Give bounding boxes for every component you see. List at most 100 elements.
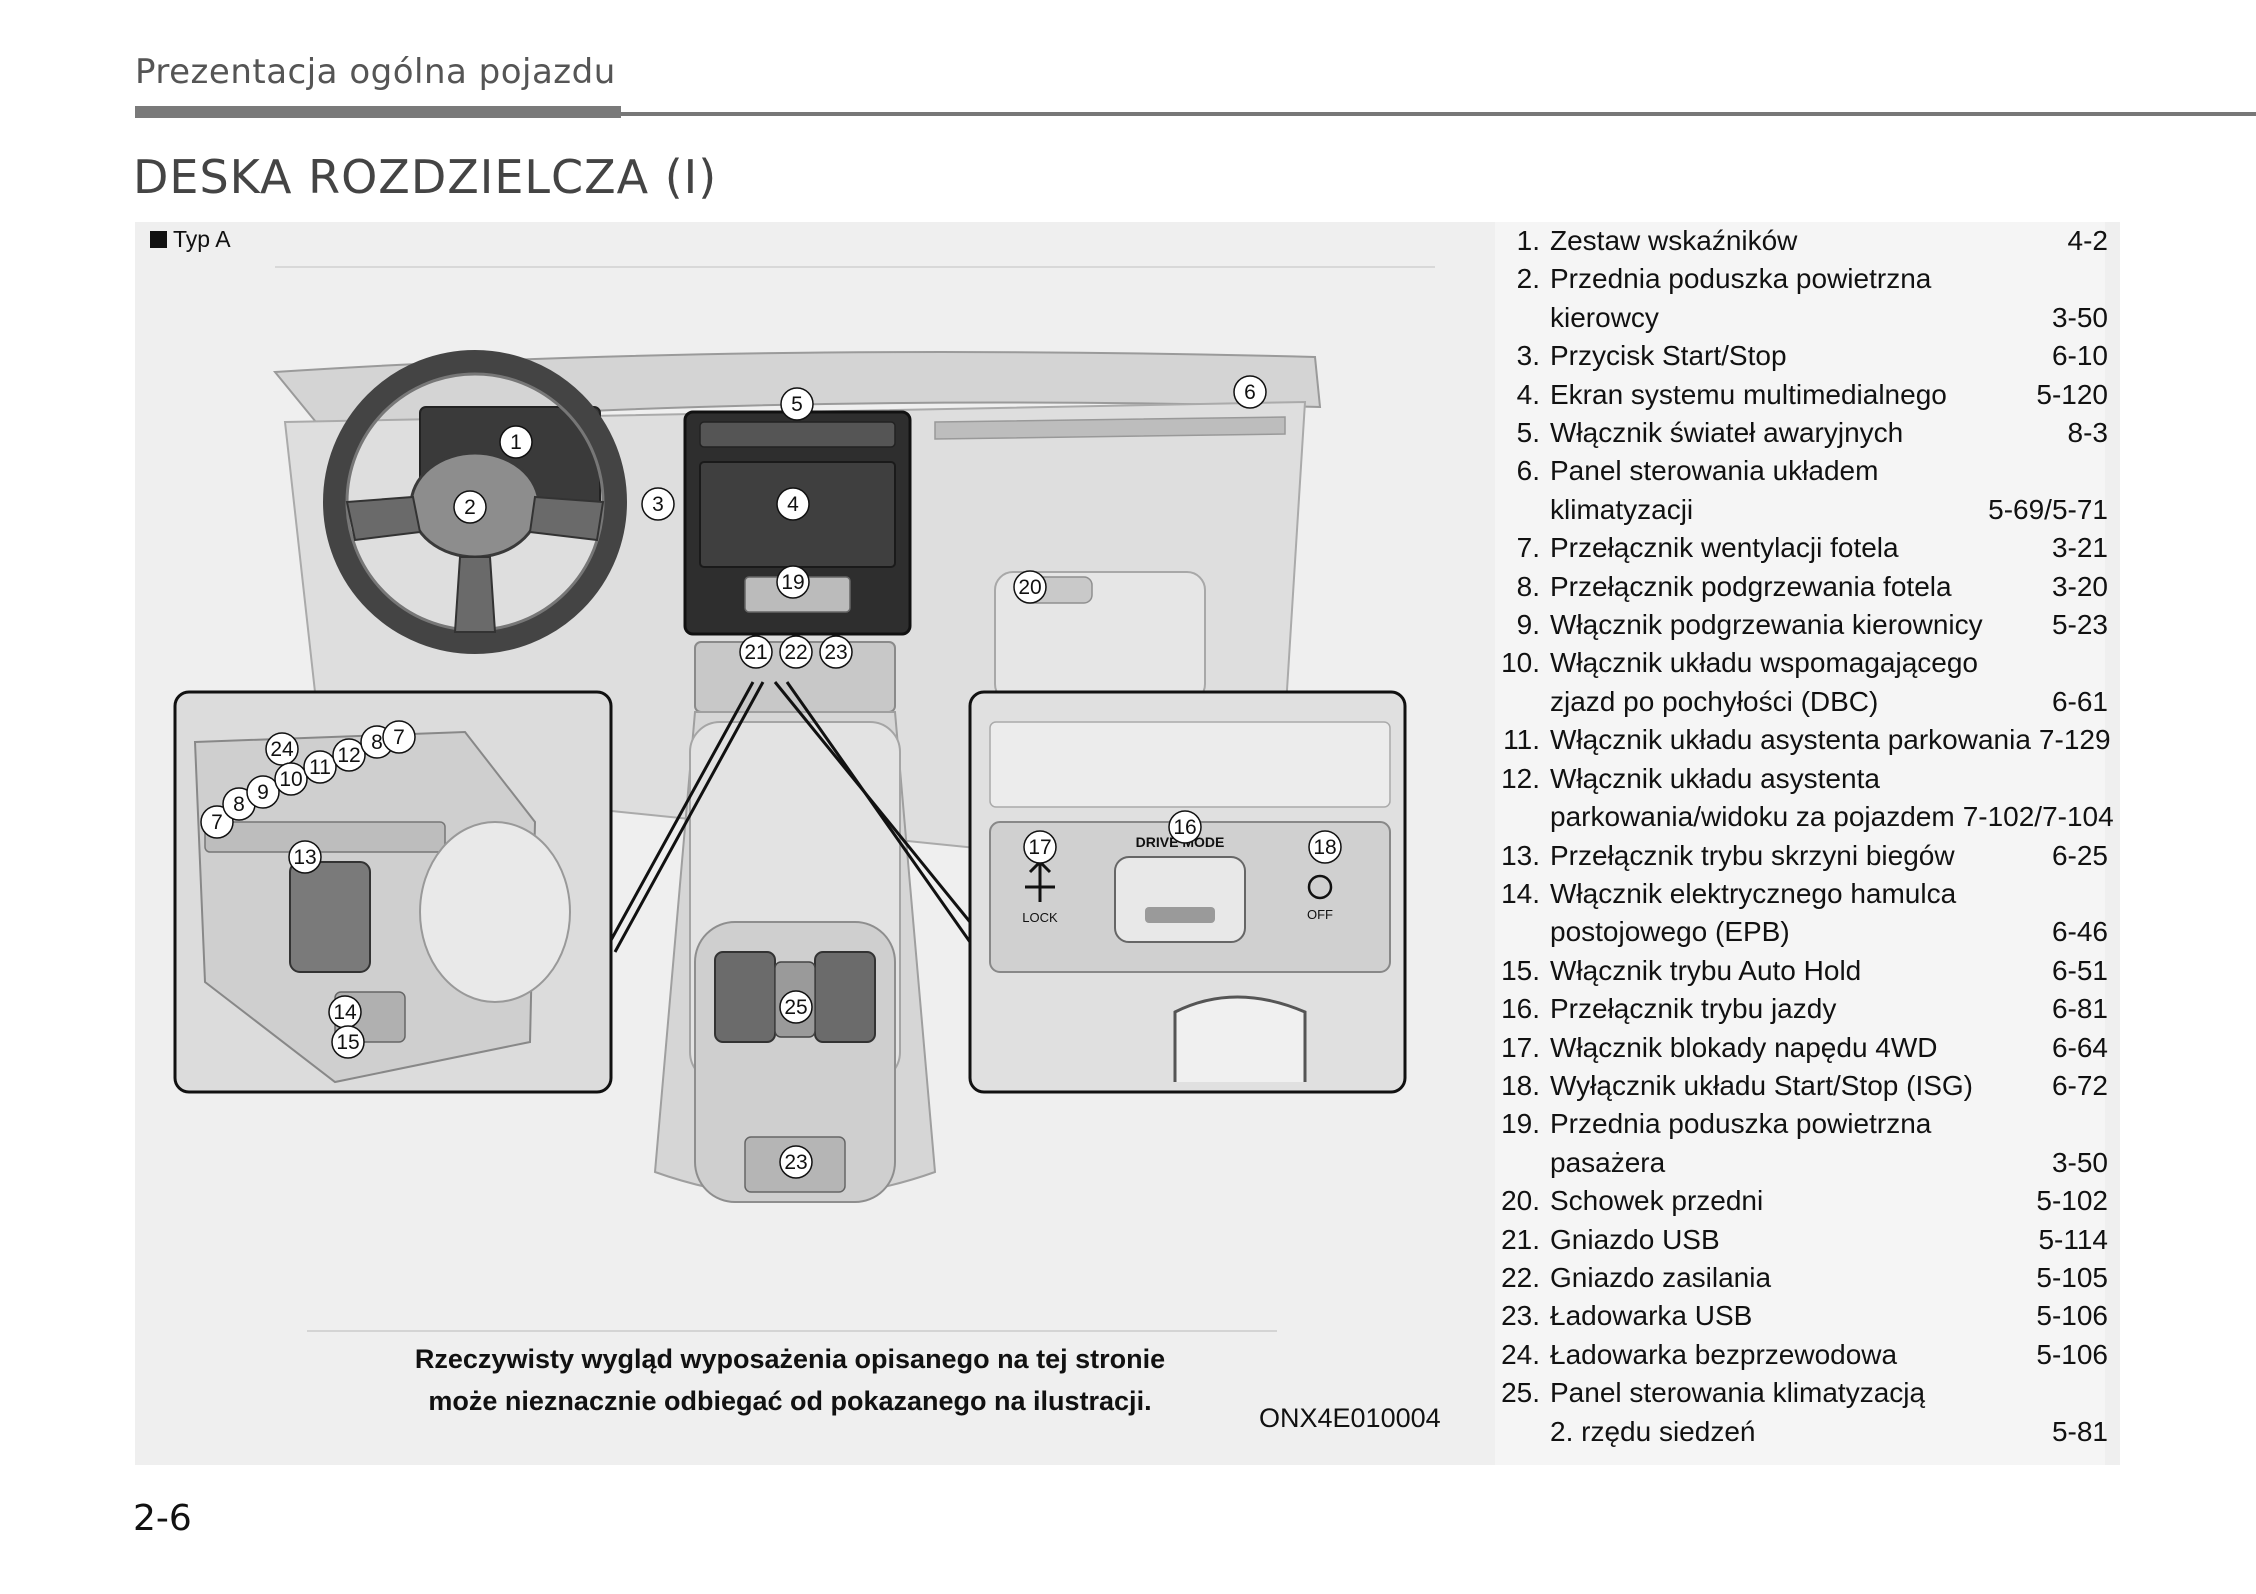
legend-number: 22.: [1501, 1261, 1540, 1293]
content-box: Typ A: [135, 222, 2120, 1465]
header-tab-bar: [135, 106, 621, 118]
legend-item: 2. Przednia poduszka powietrzna: [1492, 260, 2108, 298]
callout-label: 7: [211, 811, 223, 834]
rear-vent-right: [814, 951, 876, 1043]
legend-panel: [1495, 222, 2105, 1465]
caption-line: może nieznacznie odbiegać od pokazanego …: [428, 1386, 1152, 1416]
callout-label: 23: [784, 1151, 807, 1174]
isg-off-icon: [1307, 874, 1333, 900]
steering-wheel-spoke-right: [528, 495, 605, 542]
legend-number: 10.: [1501, 647, 1540, 679]
legend-text: kierowcy: [1550, 301, 1659, 333]
callout-marker: 22: [779, 635, 813, 669]
page-number: 2-6: [133, 1498, 192, 1539]
legend-page-ref: 3-50: [2051, 301, 2108, 333]
legend-page-ref: 5-69/5-71: [1988, 493, 2108, 525]
callout-label: 18: [1313, 836, 1336, 859]
legend-page-ref: 3-50: [2051, 1146, 2108, 1178]
callout-label: 19: [781, 571, 804, 594]
legend-number: 2.: [1516, 263, 1540, 295]
callout-marker: 11: [303, 750, 337, 784]
zoom-line: [608, 681, 755, 943]
legend-text: Włącznik układu asystenta parkowania: [1550, 724, 2031, 756]
legend-text: Przednia poduszka powietrzna: [1550, 263, 1932, 295]
legend-number: 9.: [1516, 609, 1540, 641]
callout-marker: 14: [328, 995, 362, 1029]
legend-page-ref: [2100, 452, 2108, 490]
legend-number: 3.: [1516, 340, 1540, 372]
legend-page-ref: 5-106: [2036, 1338, 2108, 1370]
callout-label: 15: [336, 1031, 359, 1054]
callout-marker: 16: [1168, 810, 1202, 844]
legend-number: 20.: [1501, 1185, 1540, 1217]
callout-label: 3: [652, 493, 664, 516]
callout-circle: [819, 635, 853, 669]
callout-circle: [779, 635, 813, 669]
callout-marker: 25: [779, 990, 813, 1024]
lock-label: LOCK: [1022, 910, 1058, 925]
legend-number: 23.: [1501, 1300, 1540, 1332]
legend-page-ref: 6-46: [2051, 916, 2108, 948]
callout-marker: 23: [819, 635, 853, 669]
callout-marker: 12: [332, 738, 366, 772]
knob-slot: [1145, 907, 1215, 923]
legend-item: 12.Włącznik układu asystenta: [1492, 760, 2108, 798]
legend-page-ref: 7-102/7-104: [1962, 801, 2114, 833]
section-header: Prezentacja ogólna pojazdu: [135, 52, 616, 92]
bullet-square-icon: [150, 231, 167, 248]
rear-vent-left: [714, 951, 776, 1043]
callout-circle: [331, 1025, 365, 1059]
legend-number: 4.: [1516, 378, 1540, 410]
legend-page-ref: 6-10: [2051, 340, 2108, 372]
legend-text: Przełącznik trybu skrzyni biegów: [1550, 839, 1955, 871]
callout-circle: [739, 635, 773, 669]
callout-circle: [288, 840, 322, 874]
legend-text: zjazd po pochyłości (DBC): [1550, 685, 1879, 717]
legend-number: [1492, 798, 1540, 836]
callout-label: 10: [279, 768, 302, 791]
callout-marker: 6: [1233, 375, 1267, 409]
legend-text: Przełącznik wentylacji fotela: [1550, 532, 1899, 564]
legend-number: 13.: [1501, 839, 1540, 871]
legend-text: Przycisk Start/Stop: [1550, 340, 1787, 372]
legend-number: 18.: [1501, 1069, 1540, 1101]
legend-number: 16.: [1501, 993, 1540, 1025]
hazard-vent-bar: [699, 421, 896, 448]
callout-marker: 1: [499, 425, 533, 459]
zoom-line: [785, 681, 972, 943]
legend-page-ref: [2100, 260, 2108, 298]
legend-text: Gniazdo USB: [1550, 1223, 1720, 1255]
legend-number: [1492, 299, 1540, 337]
legend-number: 25.: [1501, 1377, 1540, 1409]
legend-text: Schowek przedni: [1550, 1185, 1764, 1217]
legend-number: 21.: [1501, 1223, 1540, 1255]
callout-label: 6: [1244, 381, 1256, 404]
top-trim: [989, 721, 1391, 808]
legend-text: Ekran systemu multimedialnego: [1550, 378, 1947, 410]
callout-label: 12: [337, 744, 360, 767]
legend-page-ref: 6-64: [2051, 1031, 2108, 1063]
callout-marker: 5: [780, 387, 814, 421]
legend-item: 19.Przednia poduszka powietrzna: [1492, 1105, 2108, 1143]
legend-item: 18.Wyłącznik układu Start/Stop (ISG)6-72: [1492, 1067, 2108, 1105]
callout-circle: [453, 490, 487, 524]
page-title: DESKA ROZDZIELCZA (I): [133, 150, 718, 204]
callout-label: 8: [233, 793, 245, 816]
legend-text: Przełącznik podgrzewania fotela: [1550, 570, 1952, 602]
callout-marker: 18: [1308, 830, 1342, 864]
shifter-cutout: [1173, 995, 1307, 1082]
illustration-panel: Typ A: [135, 222, 1445, 1465]
callout-marker: 19: [776, 565, 810, 599]
callout-marker: 24: [265, 732, 299, 766]
legend-number: [1492, 683, 1540, 721]
